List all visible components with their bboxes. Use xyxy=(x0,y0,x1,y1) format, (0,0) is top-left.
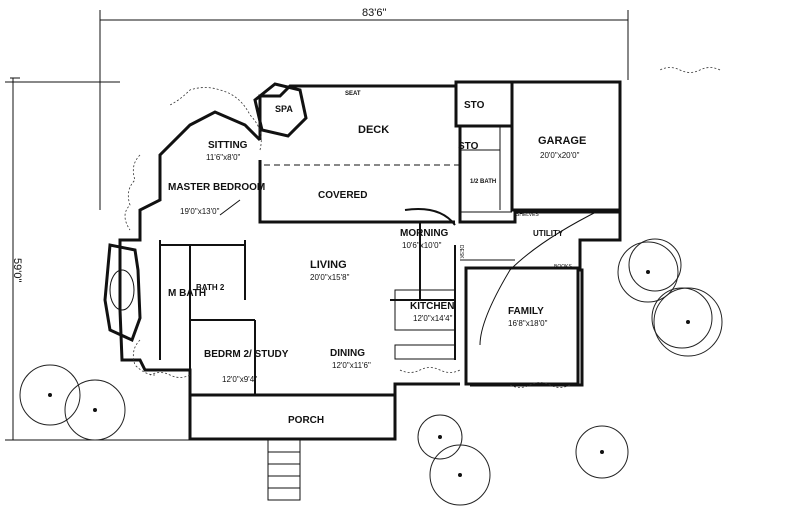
shelves-label: SHELVES xyxy=(516,212,539,218)
overall-width: 83'6" xyxy=(362,7,386,19)
utility-label: UTILITY xyxy=(533,229,564,238)
interior-walls xyxy=(159,126,515,395)
family-size: 16'8"x18'0" xyxy=(508,319,548,328)
desk-label: DESK xyxy=(458,245,464,259)
m-bath-label: M BATH xyxy=(168,288,206,299)
garage-label: GARAGE xyxy=(538,135,586,147)
deck-label: DECK xyxy=(358,124,389,136)
seat-label: SEAT xyxy=(345,91,361,97)
exterior-walls xyxy=(103,80,622,501)
living-size: 20'0"x15'8" xyxy=(310,273,350,282)
sto1-label: STO xyxy=(464,100,485,111)
morning-size: 10'6"x10'0" xyxy=(402,241,442,250)
spa-label: SPA xyxy=(275,104,293,114)
kitchen-label: KITCHEN xyxy=(410,301,454,312)
bath2-label: BATH 2 xyxy=(196,283,225,292)
sitting-size: 11'6"x8'0" xyxy=(206,153,241,162)
master-size: 19'0"x13'0" xyxy=(180,207,220,216)
half-bath-label: 1/2 BATH xyxy=(470,179,496,185)
dining-size: 12'0"x11'6" xyxy=(332,361,371,370)
porch-label: PORCH xyxy=(288,415,324,426)
trees xyxy=(19,209,723,506)
garage-size: 20'0"x20'0" xyxy=(540,151,580,160)
overall-depth: 59'0" xyxy=(11,258,23,282)
master-label: MASTER BEDROOM xyxy=(168,182,265,193)
sto2-label: STO xyxy=(458,141,479,152)
dimension-lines xyxy=(5,10,629,441)
dining-label: DINING xyxy=(330,348,365,359)
books-label: BOOKS xyxy=(554,264,572,270)
bedrm2-label: BEDRM 2/ STUDY xyxy=(204,349,289,360)
sitting-label: SITTING xyxy=(208,140,248,151)
covered-label: COVERED xyxy=(318,190,367,201)
room-labels: 83'6" 59'0" SPA SEAT DECK STO STO 1/2 BA… xyxy=(11,7,586,426)
bedrm2-size: 12'0"x9'4" xyxy=(222,375,257,384)
kitchen-size: 12'0"x14'4" xyxy=(413,314,453,323)
living-label: LIVING xyxy=(310,259,347,271)
shrubs xyxy=(124,67,721,388)
morning-label: MORNING xyxy=(400,228,449,239)
family-label: FAMILY xyxy=(508,306,544,317)
